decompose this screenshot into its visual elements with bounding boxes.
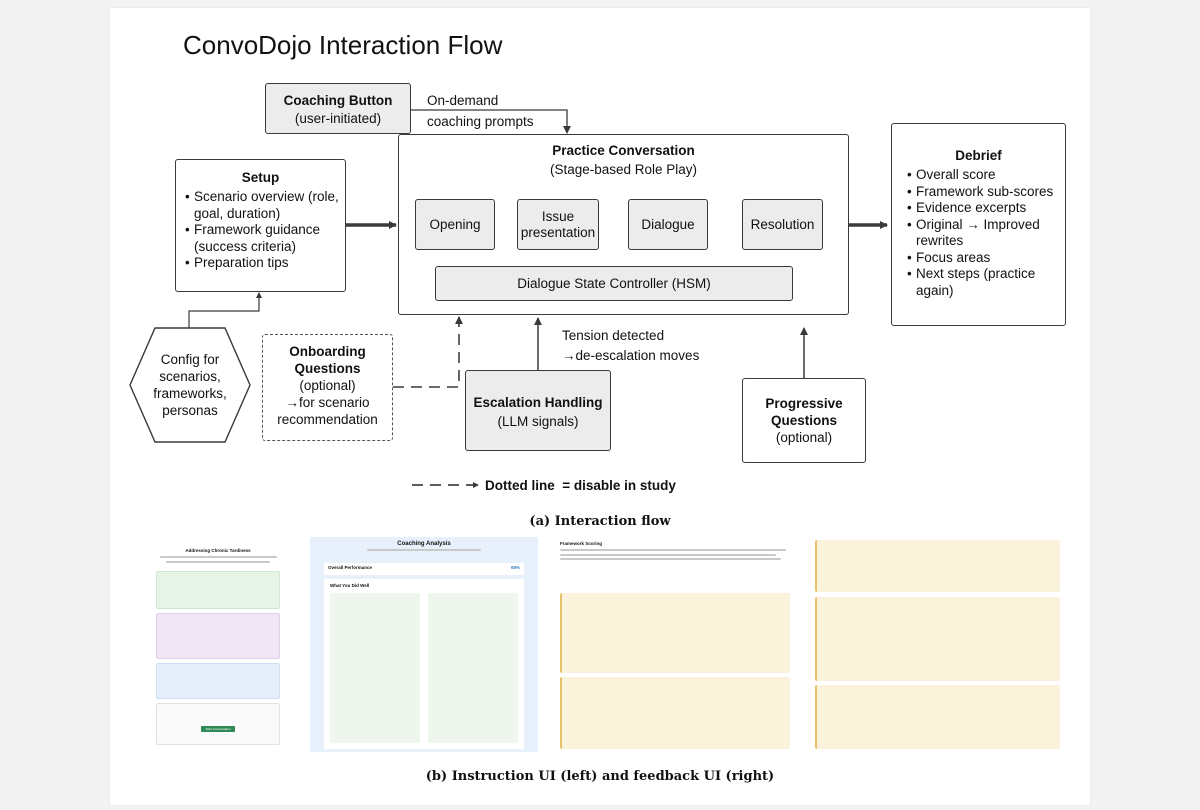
practice-subtitle: (Stage-based Role Play) [549,162,698,177]
start-conversation-button[interactable]: Start Conversation [201,726,235,732]
coaching-button-box: Coaching Button (user-initiated) [265,83,411,134]
analysis-title: Coaching Analysis [397,541,451,547]
dialogue-state-controller: Dialogue State Controller (HSM) [435,266,793,301]
config-line: Config for [160,352,220,367]
onboarding-optional: (optional) [299,378,356,393]
debrief-title: Debrief [955,148,1002,163]
setup-item: Preparation tips [185,255,345,272]
debrief-item: Original → Improved rewrites [907,217,1065,250]
stage-dialogue: Dialogue [628,199,708,250]
framework-scoring-heading: Framework Scoring [560,541,603,546]
tension-line2: →de-escalation moves [562,348,700,363]
learn-to-look-panel [560,593,790,673]
did-well-heading: What You Did Well [330,583,370,588]
stage-opening: Opening [415,199,495,250]
instruction-ui-screenshot: Addressing Chronic Tardiness Start Conve… [153,545,283,750]
progressive-optional: (optional) [775,430,833,445]
debrief-list: Overall score Framework sub-scores Evide… [906,167,1065,299]
config-to-setup-arrow [188,292,262,330]
setup-box: Setup Scenario overview (role, goal, dur… [175,159,346,292]
feedback-details-screenshot [810,537,1065,752]
stage-resolution: Resolution [742,199,823,250]
caption-b: (b) Instruction UI (left) and feedback U… [425,769,775,784]
framework-scoring-screenshot: Framework Scoring [555,537,795,752]
coaching-button-title: Coaching Button [283,93,393,108]
legend-label: Dotted line = disable in study [485,478,676,493]
debrief-item: Focus areas [907,250,1065,267]
progressive-title-2: Questions [770,413,837,428]
progressive-questions-box: Progressive Questions (optional) [742,378,866,463]
overall-value: 68% [510,565,520,570]
tips-panel [156,663,280,699]
instruction-ui-title: Addressing Chronic Tardiness [185,548,251,553]
config-hexagon [129,327,251,443]
overall-label: Overall Performance [328,565,373,570]
ready-panel [156,703,280,745]
escalation-handling-box: Escalation Handling (LLM signals) [465,370,611,451]
progressive-title-1: Progressive [765,396,843,411]
master-my-stories-panel [815,540,1060,592]
debrief-item: Framework sub-scores [907,184,1065,201]
config-text: Config for scenarios, frameworks, person… [140,351,240,419]
scenario-panel [156,571,280,609]
coaching-note-line2: coaching prompts [427,114,534,129]
coaching-note: On-demand coaching prompts [427,92,534,131]
practice-title: Practice Conversation [552,143,695,158]
caption-a: (a) Interaction flow [529,514,671,529]
tension-line1: Tension detected [562,328,665,343]
debrief-item: Evidence excerpts [907,200,1065,217]
onboarding-note-2: recommendation [277,412,378,427]
escalation-title: Escalation Handling [473,395,603,410]
config-line: frameworks, [153,386,227,401]
tension-note: Tension detected →de-escalation moves [562,327,699,365]
debrief-item: Overall score [907,167,1065,184]
escalation-subtitle: (LLM signals) [497,414,579,429]
coaching-arrow [411,109,571,134]
explore-paths-panel [815,685,1060,749]
setup-item: Scenario overview (role, goal, duration) [185,189,345,222]
debrief-item: Next steps (practice again) [907,266,1065,299]
state-my-path-panel [815,597,1060,681]
onboarding-questions-box: Onboarding Questions (optional) →for sce… [262,334,393,441]
did-well-panel: What You Did Well [324,579,524,749]
onboarding-note-1: →for scenario [285,395,370,410]
make-it-safe-panel [560,677,790,749]
onboarding-dashed-arrow [393,316,463,388]
coaching-button-subtitle: (user-initiated) [294,111,382,126]
setup-list: Scenario overview (role, goal, duration)… [184,189,345,272]
diagram-title: ConvoDojo Interaction Flow [183,30,503,60]
coaching-analysis-screenshot: Coaching Analysis Overall Performance 68… [310,537,538,752]
onboarding-title-2: Questions [294,361,361,376]
debrief-box: Debrief Overall score Framework sub-scor… [891,123,1066,326]
config-line: scenarios, [159,369,221,384]
overall-performance-panel: Overall Performance 68% [324,563,524,575]
coaching-note-line1: On-demand [427,93,499,108]
setup-item: Framework guidance (success criteria) [185,222,345,255]
stage-issue-presentation: Issue presentation [517,199,599,250]
framework-panel [156,613,280,659]
onboarding-title-1: Onboarding [289,344,366,359]
config-line: personas [162,403,218,418]
setup-title: Setup [241,170,280,185]
